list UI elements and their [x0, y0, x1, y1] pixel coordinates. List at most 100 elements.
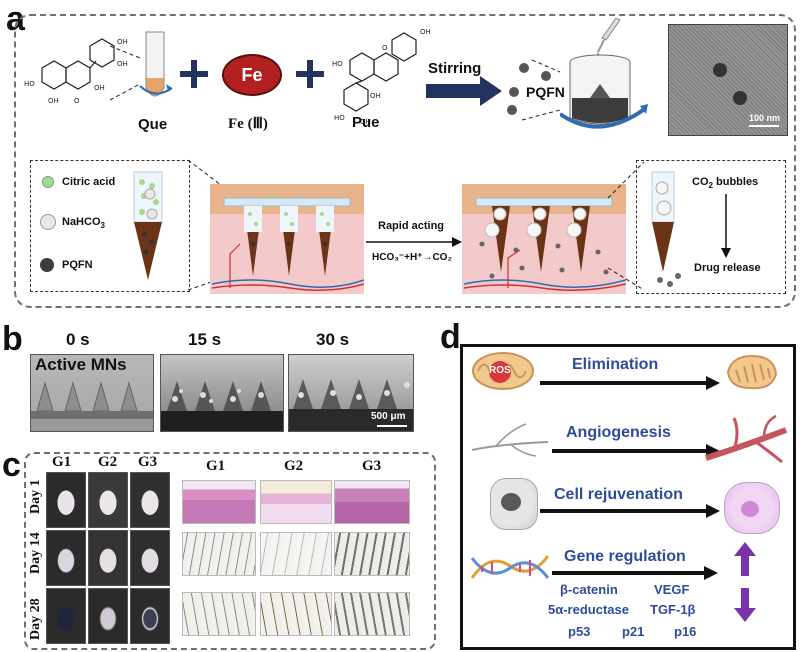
ros-label: ROS [489, 365, 511, 376]
ihc-stain-1-g3 [334, 532, 410, 576]
svg-text:HO: HO [24, 80, 35, 88]
mn-photo-0s: Active MNs [30, 354, 154, 432]
panel-a-frame [14, 14, 796, 308]
young-cell-icon [724, 482, 780, 534]
mouse-photo-d28-g2 [88, 588, 128, 644]
tem-scale-bar [749, 125, 779, 127]
mn-scale-bar [377, 425, 407, 427]
pqfn-particles [507, 59, 561, 121]
vessel-thick-icon [705, 414, 788, 464]
co2-rest: bubbles [712, 176, 759, 188]
que-label: Que [138, 116, 168, 133]
time-15: 15 s [188, 330, 222, 349]
elimination-label: Elimination [572, 356, 659, 373]
svg-text:OH: OH [48, 97, 59, 105]
beaker-pipette [560, 18, 648, 129]
hist-group-g2: G2 [284, 458, 304, 474]
gene-p53: p53 [568, 624, 591, 639]
day-1-label: Day 1 [28, 479, 43, 514]
mouse-photo-d14-g3 [130, 530, 170, 586]
puerarin-structure: O OH HO HO OH OH [332, 28, 431, 126]
tem-scale-label: 100 nm [749, 113, 781, 123]
he-stain-g2 [260, 480, 332, 524]
mouse-photo-d28-g1 [46, 588, 86, 644]
mouse-photo-d1-g2 [88, 472, 128, 528]
svg-text:O: O [382, 44, 388, 52]
hist-group-g1: G1 [206, 458, 226, 474]
cell-rejuvenation-arrow [540, 504, 720, 518]
photo-group-g1: G1 [52, 454, 72, 470]
nahco3-label: NaHCO3 [62, 216, 105, 230]
panel-label-c: c [2, 446, 21, 484]
legend-needle [133, 171, 163, 280]
legend-box [30, 160, 190, 292]
mouse-photo-d14-g1 [46, 530, 86, 586]
pqfn-swatch [40, 258, 54, 272]
tem-image: 100 nm [668, 24, 788, 136]
photo-group-g3: G3 [138, 454, 158, 470]
he-stain-g3 [334, 480, 410, 524]
svg-text:OH: OH [94, 84, 105, 92]
release-arrow [721, 194, 731, 258]
citric-acid-label: Citric acid [62, 176, 116, 188]
plus-sign-2 [296, 60, 324, 88]
gene-regulation-arrow [552, 566, 718, 580]
pue-label: Pue [352, 114, 380, 131]
angiogenesis-arrow [552, 444, 720, 458]
nahco3-text: NaHCO [62, 216, 101, 228]
stirring-label: Stirring [428, 60, 482, 77]
drug-release-label: Drug release [694, 262, 761, 274]
plus-sign-1 [180, 60, 208, 88]
fe-badge: Fe [222, 54, 282, 96]
gene-vegf: VEGF [654, 582, 690, 597]
co2-bubbles-label: CO2 bubbles [692, 176, 758, 190]
photo-group-g2: G2 [98, 454, 118, 470]
svg-text:HO: HO [334, 114, 345, 122]
pqfn-legend-label: PQFN [62, 259, 93, 271]
gene-regulation-label: Gene regulation [564, 548, 686, 565]
gene-5a-reductase: 5α-reductase [548, 602, 629, 617]
release-box [636, 160, 786, 294]
mitochondria-healthy-icon [726, 354, 778, 390]
day-14-label: Day 14 [28, 532, 43, 574]
old-cell-nucleus [501, 493, 521, 511]
svg-text:OH: OH [370, 92, 381, 100]
que-tube [110, 31, 173, 101]
citric-acid-swatch [42, 176, 54, 188]
mitochondria-damaged-icon [472, 352, 534, 390]
fe-badge-text: Fe [241, 64, 263, 85]
young-cell-nucleus [741, 501, 759, 517]
nahco3-sub: 3 [100, 221, 105, 231]
gene-p21: p21 [622, 624, 645, 639]
release-connectors [607, 161, 645, 291]
svg-text:OH: OH [117, 60, 128, 68]
panel-c-frame [24, 452, 436, 650]
co2-sub: 2 [708, 181, 713, 191]
mouse-photo-d1-g1 [46, 472, 86, 528]
ihc-stain-1-g2 [260, 532, 332, 576]
quercetin-structure: HO OH O OH OH OH [24, 38, 128, 105]
skin-block-after [462, 184, 626, 294]
svg-text:OH: OH [117, 38, 128, 46]
hist-group-g3: G3 [362, 458, 382, 474]
time-30: 30 s [316, 330, 350, 349]
pqfn-label: PQFN [526, 84, 565, 100]
elimination-arrow [540, 376, 720, 390]
nahco3-swatch [40, 214, 56, 230]
cell-rejuvenation-label: Cell rejuvenation [554, 486, 683, 503]
ihc-stain-2-g2 [260, 592, 332, 636]
svg-text:HO: HO [332, 60, 343, 68]
active-mns-label: Active MNs [35, 355, 127, 374]
tem-particle-2 [733, 91, 747, 105]
svg-text:O: O [74, 97, 80, 105]
gene-p16: p16 [674, 624, 697, 639]
fe-label: Fe (Ⅲ) [228, 116, 268, 132]
mn-photo-15s [160, 354, 284, 432]
ihc-stain-1-g1 [182, 532, 256, 576]
mouse-photo-d14-g2 [88, 530, 128, 586]
old-cell-icon [490, 478, 538, 530]
panel-label-d: d [440, 318, 461, 356]
day-28-label: Day 28 [28, 598, 43, 640]
angiogenesis-label: Angiogenesis [566, 424, 671, 441]
stirring-arrow [426, 76, 502, 106]
